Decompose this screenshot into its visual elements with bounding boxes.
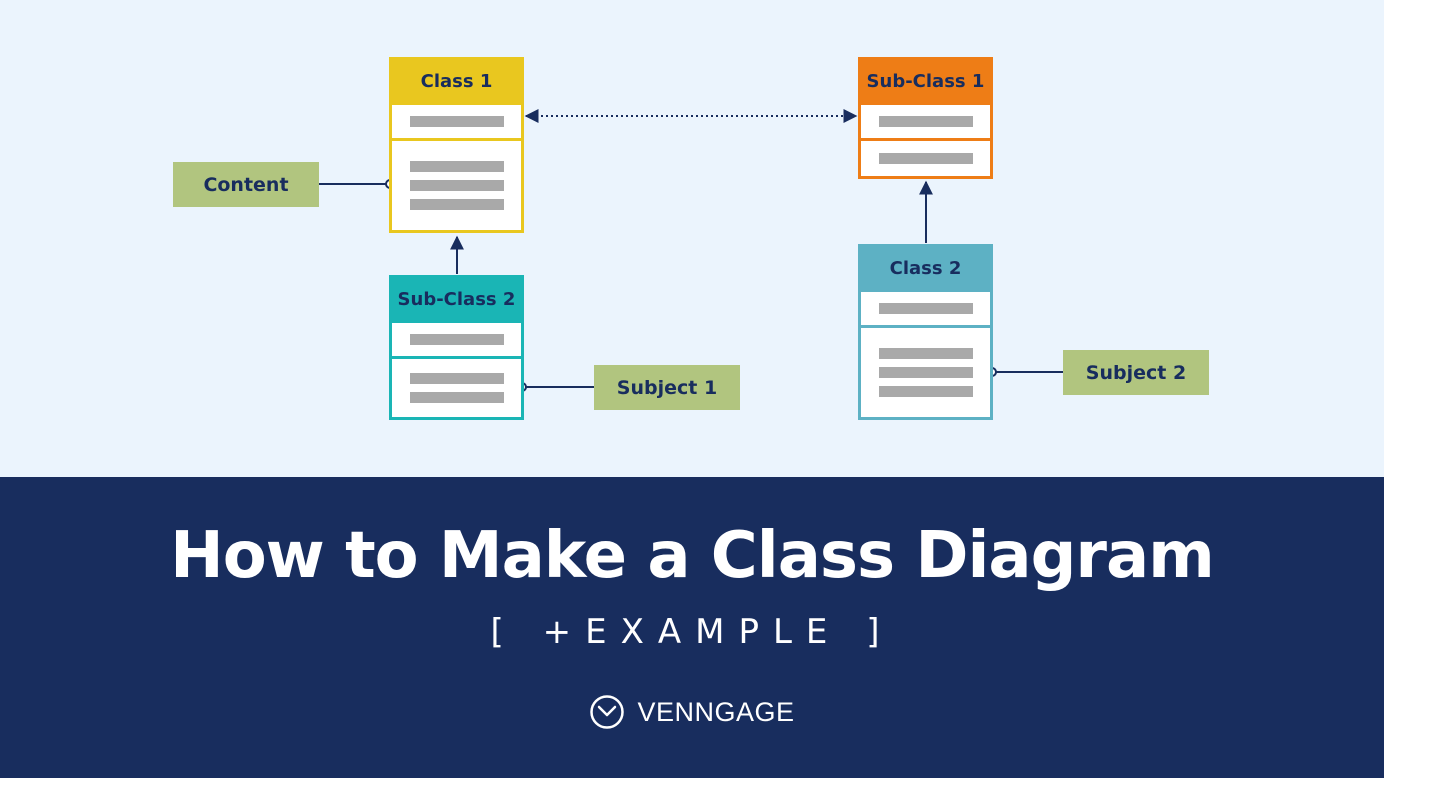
clock-logo-icon: [590, 695, 625, 729]
subclass2-attributes: [392, 323, 521, 359]
placeholder-bar: [878, 367, 973, 378]
class1-methods: [392, 141, 521, 230]
subclass2-methods: [392, 359, 521, 417]
placeholder-bar: [878, 153, 973, 164]
title-banner: [0, 477, 1384, 778]
subclass1-methods: [861, 141, 990, 176]
content-note: Content: [173, 162, 319, 207]
subclass1-box: Sub-Class 1: [858, 57, 993, 179]
class1-box: Class 1: [389, 57, 524, 233]
placeholder-bar: [878, 386, 973, 397]
subclass1-header: Sub-Class 1: [861, 60, 990, 105]
infographic-canvas: Class 1 Sub-Class 1 Sub-Class 2: [0, 0, 1384, 778]
subclass1-attributes: [861, 105, 990, 141]
page-title: How to Make a Class Diagram: [170, 519, 1215, 593]
page-subtitle: [ +EXAMPLE ]: [490, 612, 894, 652]
placeholder-bar: [409, 373, 504, 384]
brand-name: VENNGAGE: [637, 696, 795, 727]
placeholder-bar: [409, 180, 504, 191]
subclass2-box: Sub-Class 2: [389, 275, 524, 420]
class2-box: Class 2: [858, 244, 993, 420]
placeholder-bar: [409, 392, 504, 403]
placeholder-bar: [409, 161, 504, 172]
placeholder-bar: [878, 116, 973, 127]
class1-header: Class 1: [392, 60, 521, 105]
class2-header: Class 2: [861, 247, 990, 292]
subject1-note: Subject 1: [594, 365, 740, 410]
placeholder-bar: [409, 334, 504, 345]
placeholder-bar: [878, 303, 973, 314]
brand-logo: VENNGAGE: [0, 694, 1384, 730]
class2-methods: [861, 328, 990, 417]
placeholder-bar: [409, 199, 504, 210]
subclass2-header: Sub-Class 2: [392, 278, 521, 323]
class2-attributes: [861, 292, 990, 328]
class1-attributes: [392, 105, 521, 141]
placeholder-bar: [878, 348, 973, 359]
subject2-note: Subject 2: [1063, 350, 1209, 395]
class-diagram-area: Class 1 Sub-Class 1 Sub-Class 2: [0, 0, 1384, 477]
placeholder-bar: [409, 116, 504, 127]
